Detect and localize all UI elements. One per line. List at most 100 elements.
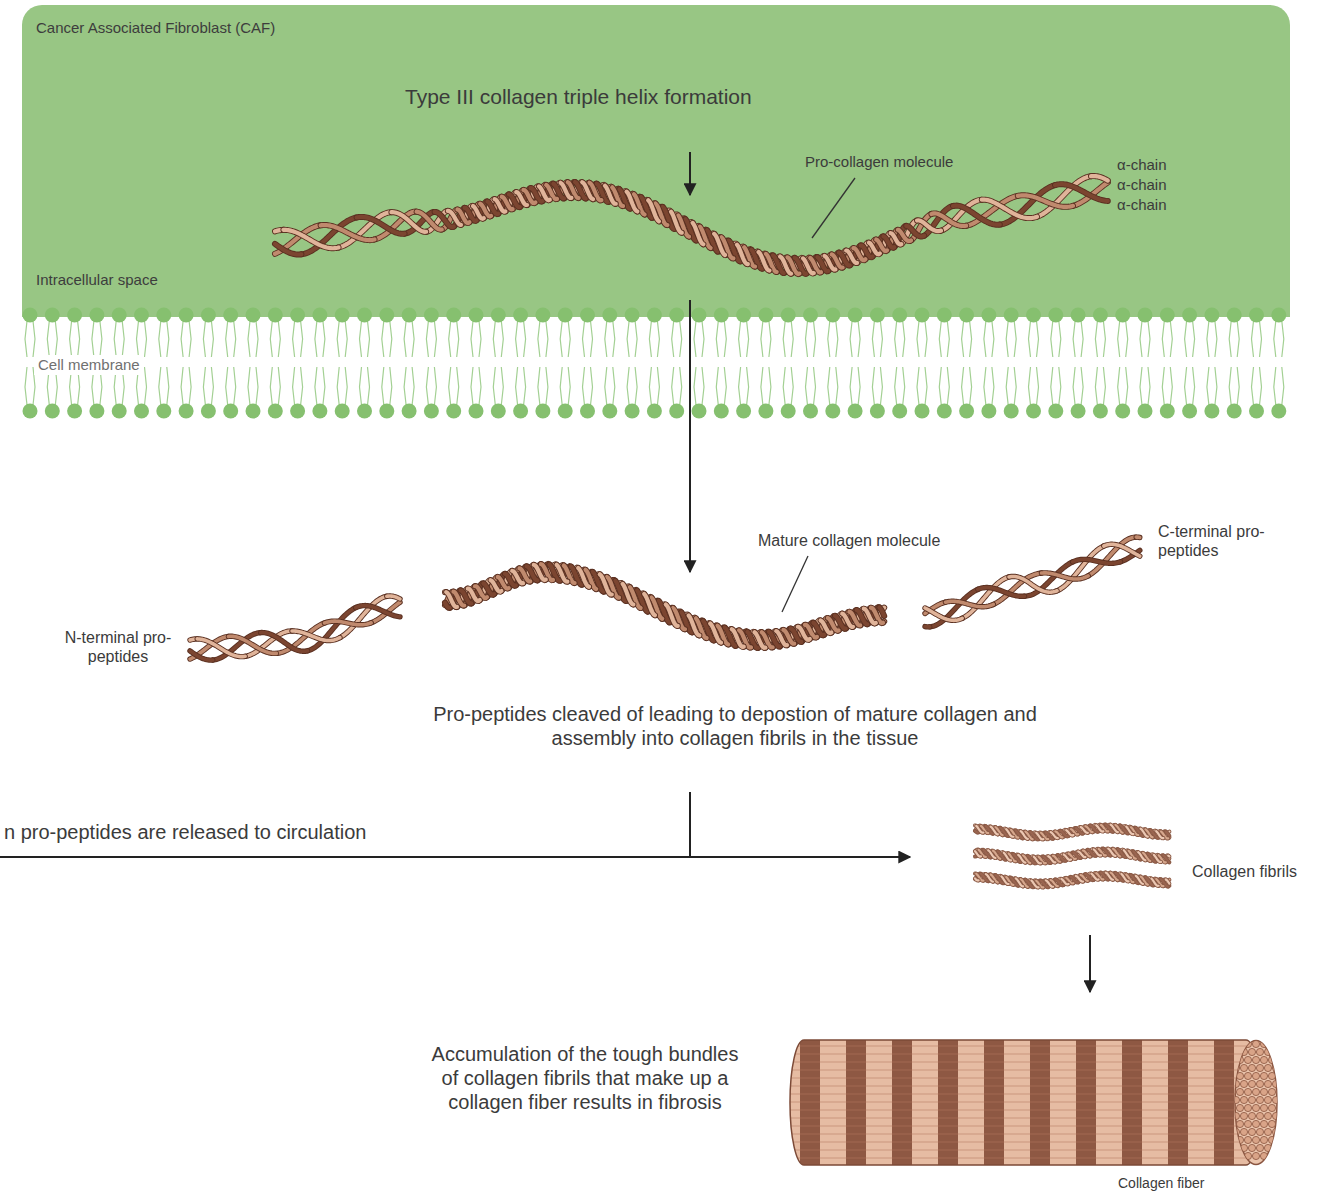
alpha-chain-strand <box>982 200 1037 218</box>
alpha-chain-strand <box>578 568 589 587</box>
fibril-end <box>1240 1080 1247 1087</box>
lipid-tail <box>516 367 526 405</box>
flow-arrows <box>0 152 1090 992</box>
alpha-chain-strand <box>1066 830 1073 835</box>
lipid-head <box>23 404 38 419</box>
lipid-head <box>268 404 283 419</box>
arrow <box>1089 935 1091 992</box>
alpha-chain-strand <box>561 183 572 198</box>
lipid-head <box>848 404 863 419</box>
panel-heading: Cancer Associated Fibroblast (CAF) <box>36 19 275 37</box>
lipid-head <box>335 308 350 323</box>
lipid-tail <box>1051 367 1061 405</box>
fibril-line <box>790 1062 1260 1063</box>
fibril-end <box>1244 1120 1251 1127</box>
lipid-head <box>402 308 417 323</box>
strand-outline <box>1126 827 1133 835</box>
strand-outline <box>1055 184 1108 201</box>
lipid-tail <box>1006 321 1016 357</box>
strand-outline <box>906 226 924 237</box>
fibril-end <box>1268 1136 1275 1143</box>
lipid-head <box>268 308 283 323</box>
strand-outline <box>387 596 400 599</box>
lipid-head <box>848 308 863 323</box>
alpha-chain-strand <box>292 631 340 641</box>
strand-outline <box>776 631 787 645</box>
lipid-head <box>89 308 104 323</box>
strand-outline <box>879 608 884 616</box>
lipid-tail <box>1140 367 1150 405</box>
fibril-end <box>1268 1152 1275 1159</box>
fibril-line <box>790 1086 1260 1087</box>
alpha-chain-strand <box>557 565 568 582</box>
lipid-tail <box>1095 321 1105 357</box>
alpha-chain-strand <box>495 199 506 212</box>
alpha-chain-strand <box>988 850 995 858</box>
alpha-chain-strand <box>1166 880 1170 884</box>
lipid-head <box>45 308 60 323</box>
lipid-head <box>1182 404 1197 419</box>
lipid-tail <box>226 367 236 405</box>
strand-outline <box>498 577 509 589</box>
lipid-tail <box>560 321 570 357</box>
strand-outline <box>1166 880 1170 884</box>
strand-outline <box>876 240 887 251</box>
fibril-end <box>1260 1120 1267 1127</box>
lipid-tail <box>739 367 749 405</box>
fibril-end <box>1268 1120 1275 1127</box>
lipid-tail <box>1051 321 1061 357</box>
fibril-line <box>790 1078 1260 1079</box>
fibril-end <box>1276 1072 1283 1079</box>
alpha-chain-strand <box>1126 827 1133 835</box>
strand-outline <box>846 251 857 263</box>
strand-outline <box>1066 830 1073 835</box>
lipid-head <box>1026 308 1041 323</box>
lipid-head <box>379 308 394 323</box>
fibril-line <box>790 1142 1260 1143</box>
lipid-tail <box>1118 367 1128 405</box>
alpha-chain-strand <box>321 225 375 240</box>
strand-outline <box>623 584 634 605</box>
alpha-chain-strand <box>976 826 983 833</box>
fibril-end <box>1228 1120 1235 1127</box>
alpha-chain-strand <box>1006 829 1013 837</box>
fibril-end <box>1252 1152 1259 1159</box>
strand-outline <box>261 633 308 652</box>
fibril-line <box>790 1102 1260 1103</box>
mature-collagen-helix <box>445 564 884 648</box>
lipid-head <box>803 308 818 323</box>
lipid-head <box>892 308 907 323</box>
fibril-end <box>1268 1104 1275 1111</box>
strand-outline <box>962 577 1009 618</box>
alpha-chain-strand <box>261 633 308 652</box>
alpha-chain-strand <box>357 217 405 234</box>
strand-outline <box>1151 879 1158 886</box>
fibril-end <box>1276 1136 1283 1143</box>
fibril-end <box>1264 1064 1271 1071</box>
lipid-tail <box>226 321 236 357</box>
fibril-end <box>1264 1096 1271 1103</box>
lipid-tail <box>449 321 459 357</box>
step-label: Accumulation of the tough bundles of col… <box>425 1042 745 1114</box>
lipid-tail <box>1029 367 1039 405</box>
alpha-chain-strand <box>605 186 616 204</box>
fibril-end <box>1236 1088 1243 1095</box>
alpha-chain-strand <box>755 632 766 648</box>
lipid-head <box>602 308 617 323</box>
lipid-head <box>692 308 707 323</box>
alpha-chain-strand <box>864 609 876 624</box>
alpha-chain-strand <box>821 620 832 633</box>
alpha-chain-strand <box>737 245 748 264</box>
alpha-chain-strand <box>1064 855 1071 860</box>
fibril-end <box>1260 1136 1267 1143</box>
part-label: Mature collagen molecule <box>758 531 940 550</box>
lipid-head <box>647 404 662 419</box>
strand-outline <box>197 639 245 657</box>
lipid-tail <box>70 321 80 357</box>
fibril-end <box>1272 1064 1279 1071</box>
strand-outline <box>1001 876 1008 884</box>
strand-outline <box>976 826 983 833</box>
alpha-chain-strand <box>491 580 502 591</box>
lipid-tail <box>649 367 659 405</box>
alpha-chain-strand <box>1138 852 1145 860</box>
